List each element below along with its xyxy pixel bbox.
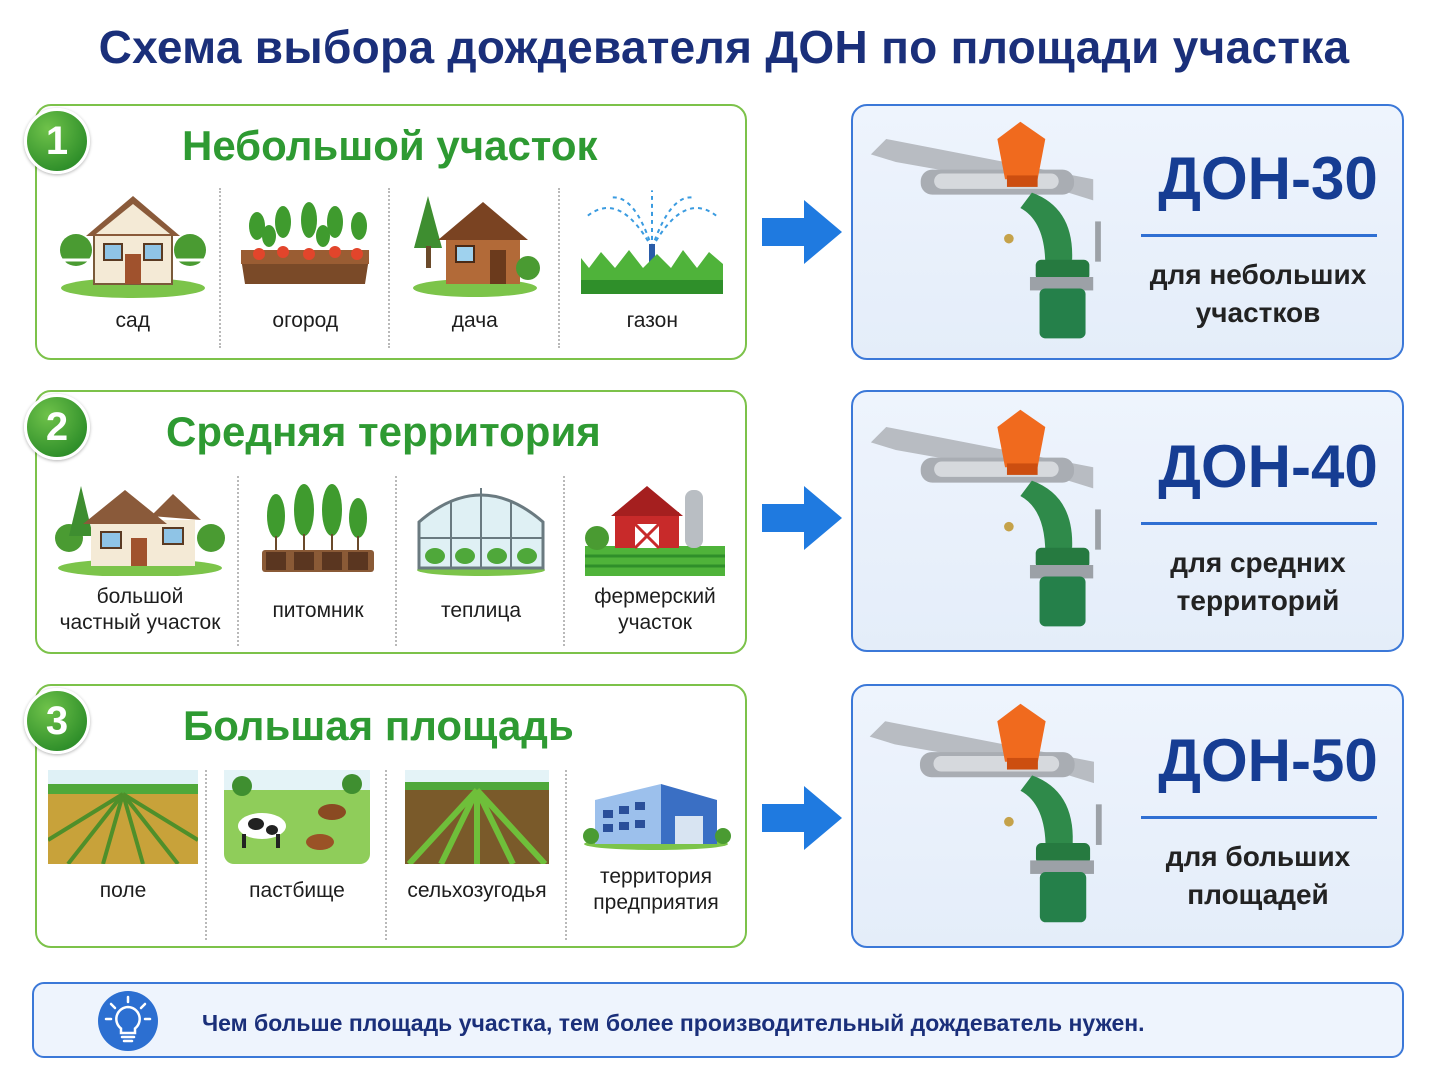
field-icon bbox=[48, 770, 198, 864]
area-item-label: питомник bbox=[272, 599, 364, 622]
sprinkler-icon bbox=[869, 703, 1102, 923]
area-item-big-private-plot: большой частный участок bbox=[41, 476, 239, 646]
greenhouse-icon bbox=[417, 488, 545, 576]
lawn-sprinkler-icon bbox=[581, 190, 724, 294]
model-name: ДОН-30 bbox=[1158, 145, 1378, 212]
area-items: поле пастбище bbox=[37, 770, 745, 940]
tip-text: Чем больше площадь участка, тем более пр… bbox=[202, 1010, 1145, 1036]
arrow-right-icon bbox=[762, 200, 842, 264]
area-items: сад огород bbox=[37, 188, 745, 348]
model-card-don-40: ДОН-40 для средних территорий bbox=[851, 390, 1404, 652]
section-row-3: поле пастбище bbox=[0, 684, 1448, 948]
section-title: Большая площадь bbox=[183, 702, 574, 749]
model-name: ДОН-40 bbox=[1158, 433, 1378, 500]
section-row-2: большой частный участок питомни bbox=[0, 390, 1448, 654]
area-item-label: сельхозугодья bbox=[407, 879, 547, 902]
area-item-lawn: газон bbox=[560, 188, 745, 348]
model-description: для небольших участков bbox=[1149, 259, 1367, 328]
area-box-large: поле пастбище bbox=[35, 684, 747, 948]
area-box-small: сад огород bbox=[35, 104, 747, 360]
section-number-badge: 2 bbox=[24, 394, 90, 460]
cottage-icon bbox=[412, 196, 540, 297]
area-items: большой частный участок питомни bbox=[37, 476, 745, 646]
section-row-1: сад огород bbox=[0, 104, 1448, 360]
section-title: Небольшой участок bbox=[182, 122, 598, 169]
area-item-greenhouse: теплица bbox=[397, 476, 565, 646]
area-item-label: сад bbox=[115, 309, 150, 332]
section-number-badge: 1 bbox=[24, 108, 90, 174]
area-item-label: поле bbox=[99, 879, 147, 902]
model-divider bbox=[1141, 522, 1377, 525]
page-title: Схема выбора дождевателя ДОН по площади … bbox=[98, 21, 1350, 73]
area-item-label: дача bbox=[451, 309, 498, 332]
pasture-icon bbox=[224, 770, 370, 864]
area-item-label: газон bbox=[626, 309, 678, 332]
model-description: для средних территорий bbox=[1170, 547, 1346, 616]
factory-icon bbox=[583, 784, 731, 850]
model-divider bbox=[1141, 816, 1377, 819]
sprinkler-icon bbox=[870, 121, 1101, 339]
section-number-badge: 3 bbox=[24, 688, 90, 754]
arrow-right-icon bbox=[762, 486, 842, 550]
tip-box: Чем больше площадь участка, тем более пр… bbox=[32, 982, 1404, 1058]
area-item-pasture: пастбище bbox=[207, 770, 387, 940]
lightbulb-icon bbox=[98, 991, 158, 1051]
arrow-right-icon bbox=[762, 786, 842, 850]
area-item-enterprise: территория предприятия bbox=[567, 770, 745, 940]
house-icon bbox=[59, 196, 206, 298]
model-card-don-50: ДОН-50 для больших площадей bbox=[851, 684, 1404, 948]
area-box-medium: большой частный участок питомни bbox=[35, 390, 747, 654]
big-house-icon bbox=[55, 486, 225, 576]
area-item-garden: сад bbox=[45, 188, 221, 348]
garden-bed-icon bbox=[241, 202, 370, 284]
section-title: Средняя территория bbox=[166, 408, 601, 455]
area-item-label: фермерский участок bbox=[594, 585, 716, 634]
model-divider bbox=[1141, 234, 1377, 237]
model-name: ДОН-50 bbox=[1158, 727, 1378, 794]
area-item-nursery: питомник bbox=[239, 476, 397, 646]
model-card-don-30: ДОН-30 для небольших участков bbox=[851, 104, 1404, 360]
area-item-label: большой частный участок bbox=[59, 585, 221, 634]
area-item-dacha: дача bbox=[390, 188, 560, 348]
model-description: для больших площадей bbox=[1165, 841, 1351, 910]
area-item-label: огород bbox=[272, 309, 339, 332]
area-item-field: поле bbox=[39, 770, 207, 940]
farmland-icon bbox=[405, 770, 549, 864]
farm-icon bbox=[585, 486, 725, 576]
area-item-vegetable-garden: огород bbox=[221, 188, 391, 348]
area-item-label: пастбище bbox=[249, 879, 345, 902]
area-item-farmland: сельхозугодья bbox=[387, 770, 567, 940]
area-item-farm: фермерский участок bbox=[565, 476, 745, 646]
area-item-label: теплица bbox=[440, 599, 522, 622]
area-item-label: территория предприятия bbox=[593, 865, 719, 914]
sprinkler-icon bbox=[870, 409, 1101, 627]
nursery-icon bbox=[262, 484, 374, 572]
